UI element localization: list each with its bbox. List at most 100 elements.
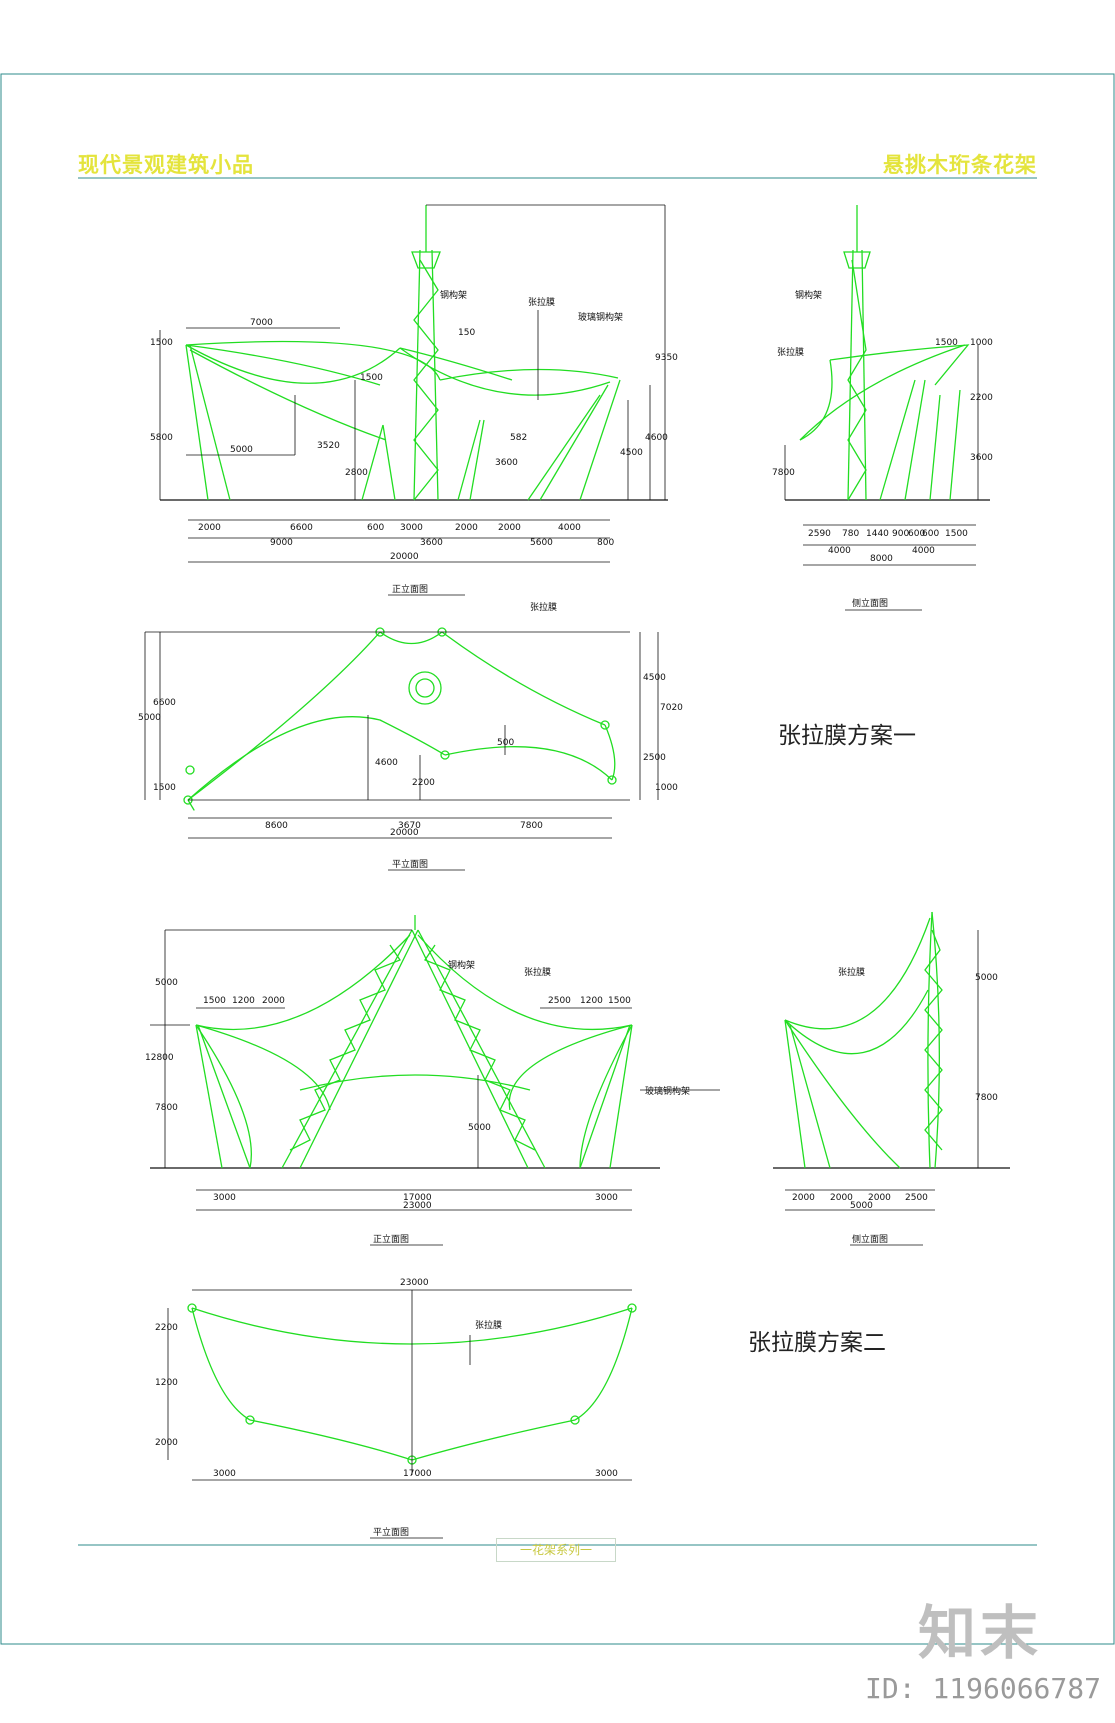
s1p-dim: 2200 [412,778,435,788]
s1p-dim: 4500 [643,673,666,683]
s1f-dim: 5000 [230,445,253,455]
s1f-total: 20000 [390,552,419,562]
s2s-label-membrane: 张拉膜 [838,966,865,978]
s1p-bottom: 8600 [265,821,288,831]
s2f-label-steel: 钢构架 [448,959,475,971]
s1p-bottom: 3670 [398,821,421,831]
s1s-bottom2: 4000 [912,546,935,556]
s1p-total: 20000 [390,828,419,838]
s1f-bottom: 4000 [558,523,581,533]
s2f-label-glass: 玻璃钢构架 [645,1085,690,1097]
s1f-dim: 7000 [250,318,273,328]
s2f-top-left: 2000 [262,996,285,1006]
sheet-border [0,73,1115,1645]
watermark-id: ID: 1196066787 [864,1672,1101,1705]
footer-series-label: 一花架系列一 [496,1538,616,1562]
s2s-bottom: 2000 [830,1193,853,1203]
s1s-bottom: 600 [922,529,939,539]
s2s-dim: 7800 [975,1093,998,1103]
s1p-bottom: 7800 [520,821,543,831]
s2s-caption: 侧立面图 [852,1233,888,1245]
s1f-dim: 1500 [150,338,173,348]
s2f-top-right: 2500 [548,996,571,1006]
s1f-dim: 5800 [150,433,173,443]
s1s-bottom: 900 [892,529,909,539]
s1p-dim: 7020 [660,703,683,713]
s1p-dim: 2500 [643,753,666,763]
s2p-caption: 平立面图 [373,1526,409,1538]
scheme1-title: 张拉膜方案一 [778,723,916,749]
s2f-label-membrane: 张拉膜 [524,966,551,978]
s1s-bottom: 1500 [945,529,968,539]
s1f-bottom: 600 [367,523,384,533]
s1s-dim: 1500 [935,338,958,348]
s1f-label-membrane: 张拉膜 [528,296,555,308]
s2s-bottom: 2000 [868,1193,891,1203]
s1s-bottom2: 4000 [828,546,851,556]
s2-front-elevation [150,915,720,1246]
s1s-caption: 侧立面图 [852,597,888,609]
s1f-bottom: 6600 [290,523,313,533]
s1f-bottom2: 800 [597,538,614,548]
s2f-top-right: 1500 [608,996,631,1006]
s2f-dim: 5000 [468,1123,491,1133]
s1p-dim: 1500 [153,783,176,793]
s1f-label-glass: 玻璃钢构架 [578,311,623,323]
s2p-bottom: 17000 [403,1469,432,1479]
s1f-bottom2: 9000 [270,538,293,548]
scheme2-title: 张拉膜方案二 [748,1330,886,1356]
s2f-top-left: 1200 [232,996,255,1006]
s1s-bottom: 600 [908,529,925,539]
s1-side-elevation [784,205,990,611]
s1p-label-membrane: 张拉膜 [530,601,557,613]
watermark-logo: 知末 [918,1599,1043,1667]
s1f-dim: 150 [458,328,475,338]
s1f-dim: 9350 [655,353,678,363]
s1f-bottom2: 3600 [420,538,443,548]
s2p-top-total: 23000 [400,1278,429,1288]
s2f-top-right: 1200 [580,996,603,1006]
s1f-dim: 2800 [345,468,368,478]
s1p-dim: 1000 [655,783,678,793]
s1s-bottom: 780 [842,529,859,539]
s1p-dim: 4600 [375,758,398,768]
s2f-total: 23000 [403,1201,432,1211]
s2p-bottom: 3000 [213,1469,236,1479]
s2s-total: 5000 [850,1201,873,1211]
s1-plan [144,627,659,871]
s2f-dim: 5000 [155,978,178,988]
s1s-dim: 1000 [970,338,993,348]
header-right-title: 悬挑木珩条花架 [883,153,1037,177]
s1f-dim: 4500 [620,448,643,458]
s2f-bottom: 17000 [403,1193,432,1203]
s1s-label-membrane: 张拉膜 [777,346,804,358]
s2p-dim: 2000 [155,1438,178,1448]
s1f-dim: 1500 [360,373,383,383]
s2f-caption: 正立面图 [373,1233,409,1245]
s1f-bottom: 2000 [498,523,521,533]
s2p-dim: 1200 [155,1378,178,1388]
s2s-bottom: 2000 [792,1193,815,1203]
s2f-bottom: 3000 [595,1193,618,1203]
header-left-title: 现代景观建筑小品 [78,153,254,177]
s1s-dim: 3600 [970,453,993,463]
s2f-top-left: 1500 [203,996,226,1006]
s1s-total: 8000 [870,554,893,564]
s1f-bottom: 2000 [198,523,221,533]
s2-plan [167,1289,637,1539]
s1s-bottom: 1440 [866,529,889,539]
s1p-dim: 6600 [153,698,176,708]
s1f-caption: 正立面图 [392,583,428,595]
s2f-dim: 7800 [155,1103,178,1113]
s1f-label-steel: 钢构架 [440,289,467,301]
s1f-dim: 3520 [317,441,340,451]
s2s-dim: 5000 [975,973,998,983]
s1f-dim: 3600 [495,458,518,468]
s1f-bottom: 2000 [455,523,478,533]
s1p-dim: 500 [497,738,514,748]
s1s-dim: 7800 [772,468,795,478]
s2p-label-membrane: 张拉膜 [475,1319,502,1331]
s1f-bottom: 3000 [400,523,423,533]
s2p-bottom: 3000 [595,1469,618,1479]
